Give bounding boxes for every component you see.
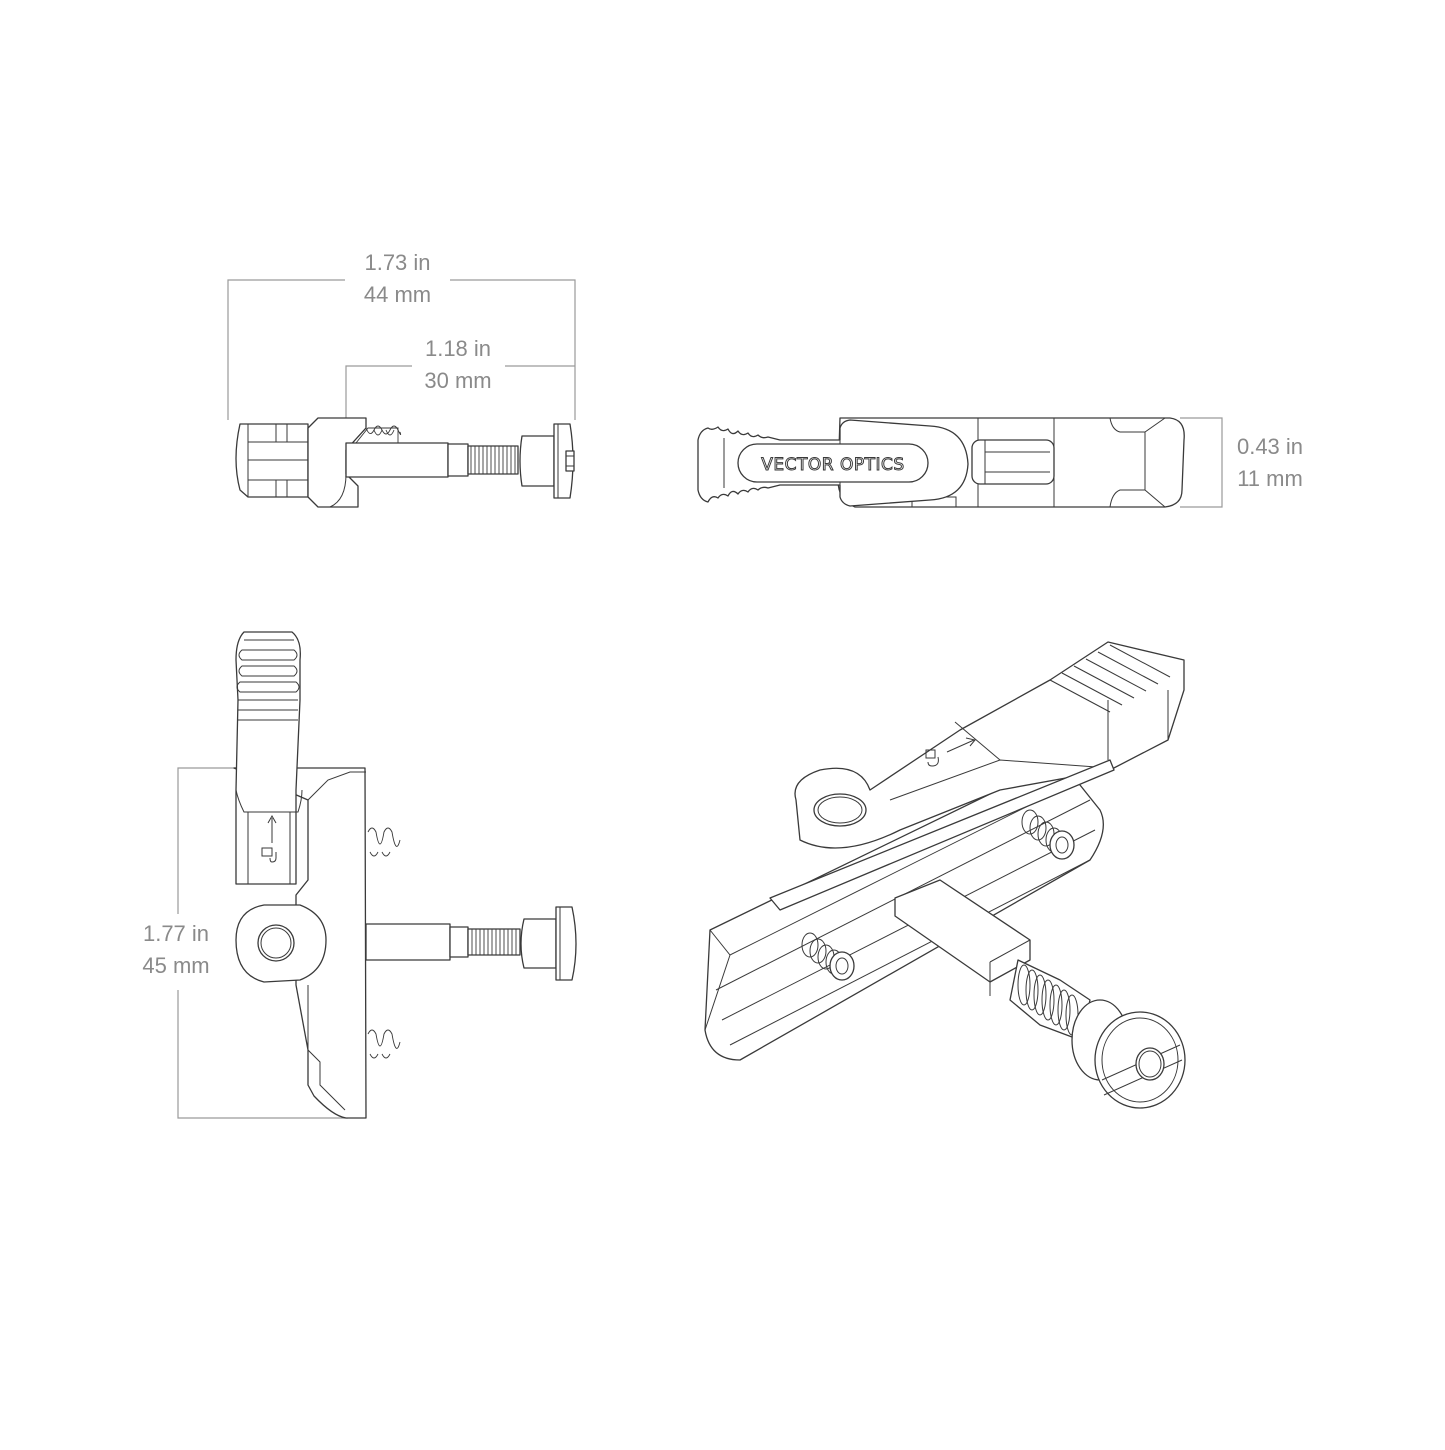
dimension-label-height: 0.43 in 11 mm — [1226, 431, 1314, 495]
unlock-direction-icon — [261, 814, 277, 863]
dimension-mm: 45 mm — [142, 953, 210, 978]
dimension-line-height — [1180, 417, 1223, 508]
top-view: VECTOR OPTICS — [697, 417, 1223, 508]
screw-head-iso — [1071, 999, 1186, 1109]
spring-upper — [367, 827, 401, 857]
dimension-label-clamp-travel: 1.18 in 30 mm — [408, 333, 508, 397]
dimension-line-overall-width — [227, 279, 576, 420]
unlock-direction-icon-iso — [925, 737, 976, 767]
dimension-mm: 11 mm — [1237, 466, 1303, 491]
thread-pattern-iso — [1009, 959, 1091, 1041]
thread-pattern — [470, 446, 516, 474]
dimension-inches: 0.43 in — [1236, 434, 1304, 459]
lever-grip — [236, 639, 300, 721]
lever-grip-iso — [1049, 644, 1171, 713]
dimension-label-overall-width: 1.73 in 44 mm — [345, 247, 450, 311]
thread-pattern-side — [471, 929, 517, 955]
side-view — [177, 631, 577, 1119]
spring-iso-upper — [1021, 809, 1075, 860]
spring-iso-lower — [801, 932, 855, 981]
dimension-inches: 1.77 in — [142, 921, 210, 946]
dimension-inches: 1.73 in — [364, 250, 431, 275]
dimension-label-length: 1.77 in 45 mm — [130, 918, 222, 982]
brand-logo: VECTOR OPTICS — [737, 443, 929, 483]
front-view — [227, 279, 576, 508]
isometric-view — [704, 641, 1186, 1109]
spring-lower — [367, 1029, 401, 1059]
dimension-mm: 44 mm — [363, 282, 432, 307]
dimension-inches: 1.18 in — [424, 336, 492, 361]
dimension-line-length — [177, 767, 348, 1119]
logo-text: VECTOR OPTICS — [761, 455, 904, 475]
dimension-mm: 30 mm — [424, 368, 492, 393]
dimension-line-clamp-travel — [345, 365, 575, 420]
